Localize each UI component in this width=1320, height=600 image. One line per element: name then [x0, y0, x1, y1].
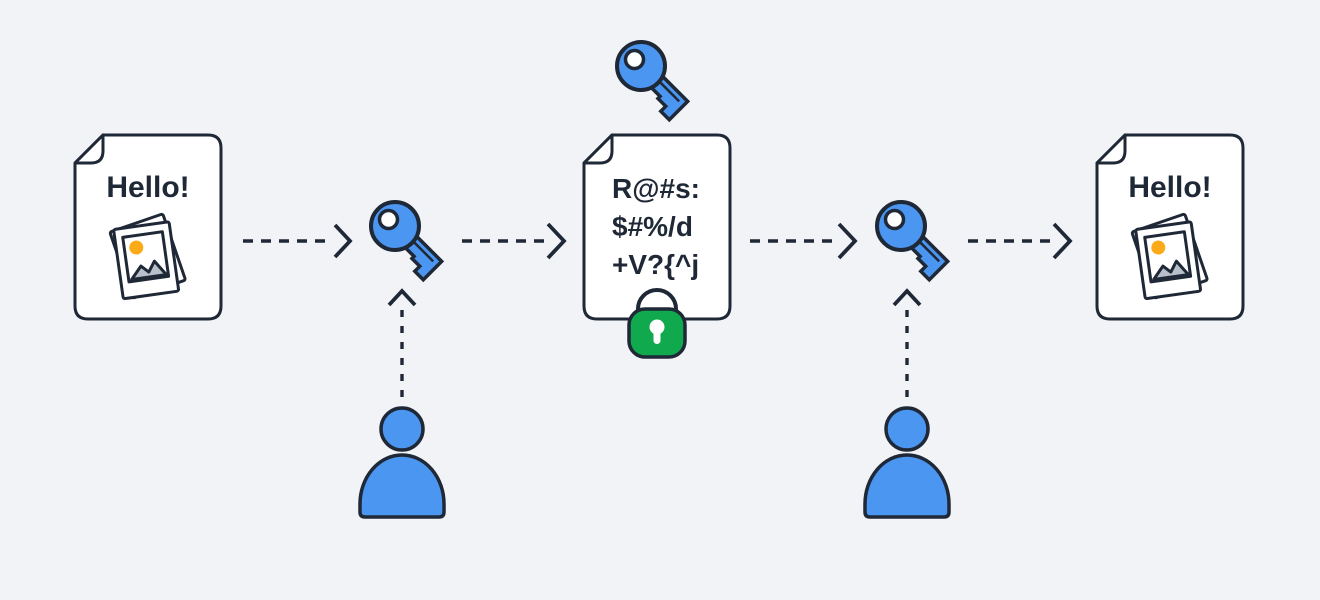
cipher-line-1: R@#s:: [612, 173, 700, 204]
document-key-icon: [615, 40, 690, 122]
encryption-key-icon: [369, 200, 444, 282]
arrow-encrypted-to-decryption-key: [750, 222, 858, 260]
cipher-line-2: $#%/d: [612, 211, 693, 242]
arrowhead-icon: [333, 223, 353, 259]
decrypted-document: Hello!: [1095, 133, 1245, 321]
padlock-icon: [627, 288, 687, 359]
arrow-original-to-encryption-key: [243, 223, 353, 259]
arrowhead-icon: [546, 222, 567, 260]
recipient-person-icon: [863, 406, 951, 519]
arrow-sender-to-key: [387, 288, 417, 398]
padlock-keyhole-stem: [653, 330, 661, 344]
arrow-encryption-key-to-encrypted: [462, 222, 567, 260]
decrypted-document-title: Hello!: [1128, 171, 1211, 204]
original-document: Hello!: [73, 133, 223, 321]
arrow-recipient-to-key: [892, 288, 922, 398]
sender-person-icon: [358, 406, 446, 519]
padlock-keyhole: [649, 319, 665, 335]
arrowhead-up-icon: [892, 288, 922, 307]
arrowhead-up-icon: [387, 288, 417, 307]
original-document-title: Hello!: [106, 171, 189, 204]
encrypted-document: R@#s: $#%/d +V?{^j: [582, 133, 732, 359]
arrowhead-icon: [837, 222, 858, 260]
arrowhead-icon: [1052, 222, 1073, 260]
arrow-decryption-key-to-decrypted: [968, 222, 1073, 260]
cipher-line-3: +V?{^j: [612, 249, 699, 280]
decryption-key-icon: [875, 200, 950, 282]
